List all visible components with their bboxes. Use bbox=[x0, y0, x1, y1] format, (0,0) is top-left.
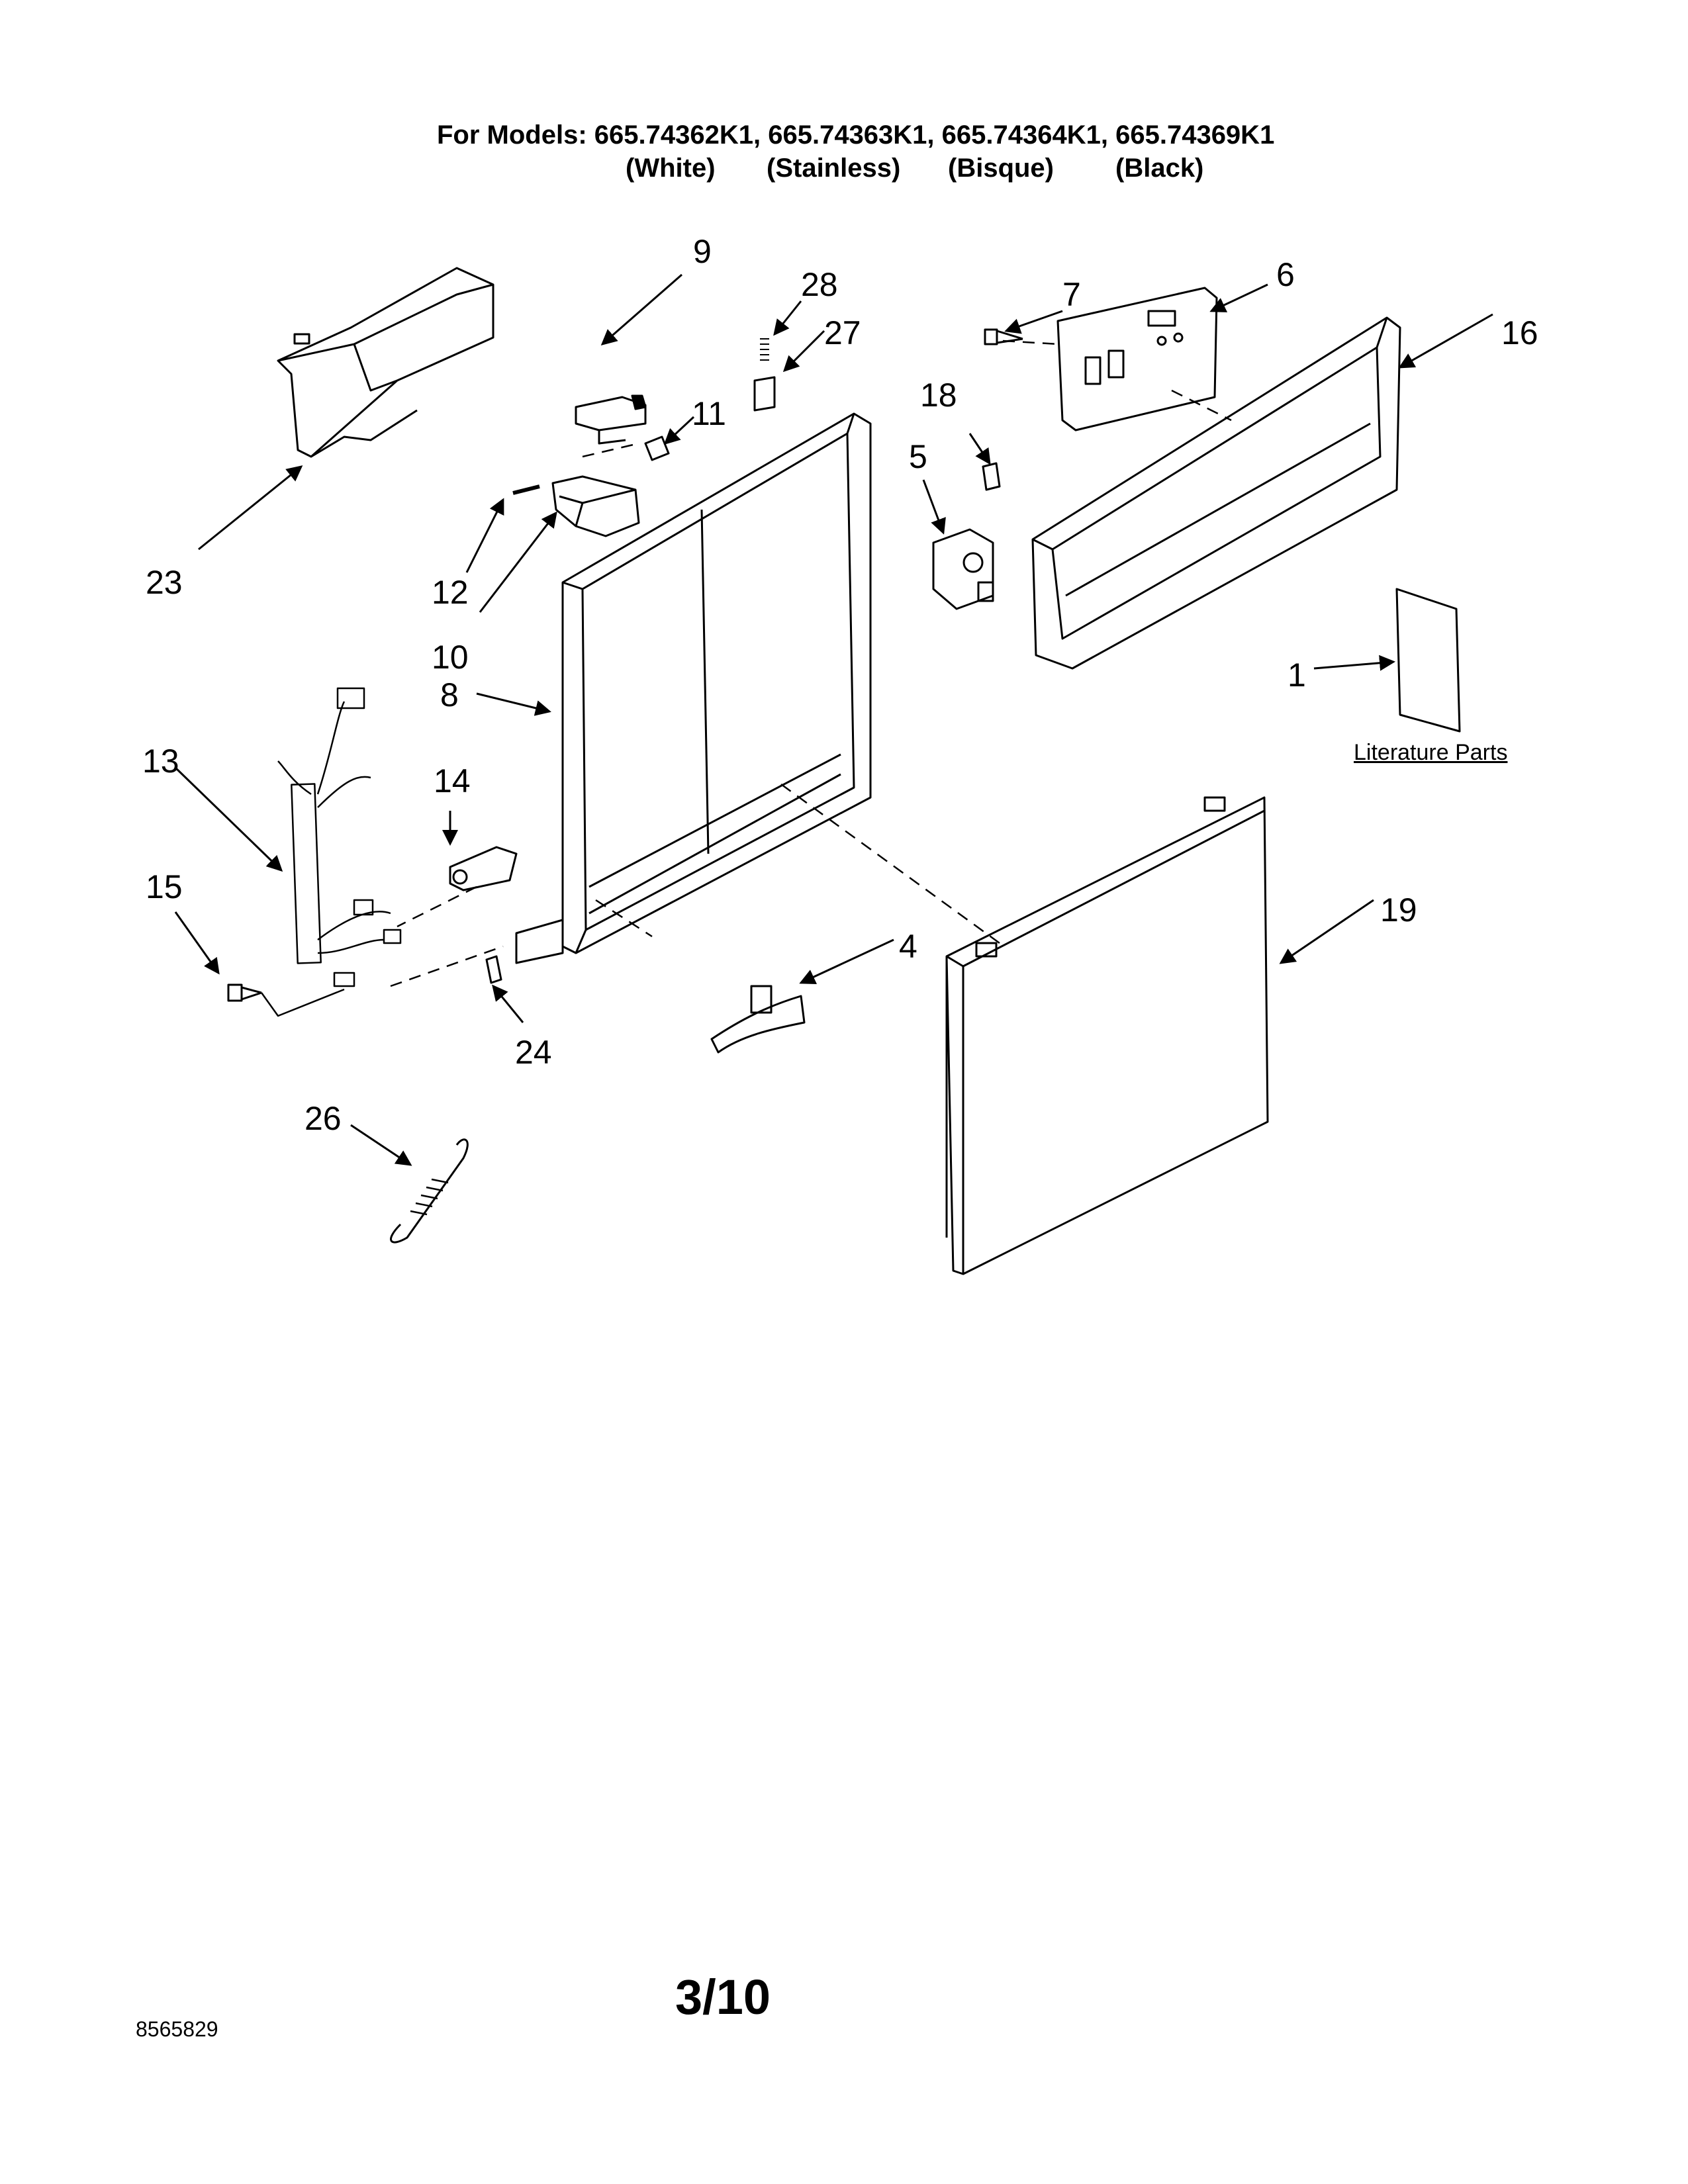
part-4-hinge bbox=[710, 985, 806, 1054]
callout-14: 14 bbox=[434, 762, 471, 799]
page-number: 3/10 bbox=[675, 1970, 771, 2025]
part-7-screw bbox=[984, 328, 1023, 345]
part-9-latch bbox=[575, 394, 647, 445]
part-1-literature bbox=[1395, 588, 1461, 733]
callout-8: 8 bbox=[440, 676, 459, 713]
part-16-console bbox=[1031, 316, 1401, 670]
callout-19: 19 bbox=[1380, 891, 1417, 929]
part-10-housing bbox=[551, 475, 640, 537]
callout-18: 18 bbox=[920, 377, 957, 414]
part-23-cover bbox=[277, 267, 494, 458]
models-header: For Models: 665.74362K1, 665.74363K1, 66… bbox=[437, 120, 1275, 150]
leader-arrows bbox=[174, 273, 1493, 1166]
color-white: (White) bbox=[626, 154, 716, 183]
callout-5: 5 bbox=[909, 438, 927, 475]
part-14-sensor bbox=[449, 846, 518, 891]
color-stainless: (Stainless) bbox=[767, 154, 901, 183]
part-27-clip bbox=[753, 376, 776, 412]
part-6-control-board bbox=[1056, 287, 1218, 432]
screw-to-harness-line bbox=[260, 988, 345, 1017]
callout-9: 9 bbox=[693, 233, 712, 270]
part-8-door-frame bbox=[515, 412, 872, 964]
callout-23: 23 bbox=[146, 564, 183, 601]
callout-6: 6 bbox=[1276, 256, 1295, 293]
part-11-switch bbox=[644, 435, 670, 461]
part-12-pin bbox=[512, 484, 540, 495]
part-26-coils bbox=[410, 1178, 449, 1216]
part-28-spring bbox=[760, 338, 769, 361]
callout-7: 7 bbox=[1062, 276, 1081, 313]
part-5-switch bbox=[932, 528, 994, 610]
part-15-screw bbox=[227, 983, 262, 1002]
callout-4: 4 bbox=[899, 928, 917, 965]
callout-27: 27 bbox=[824, 314, 861, 351]
assembly-lines bbox=[390, 340, 1232, 987]
callout-13: 13 bbox=[142, 743, 179, 780]
callout-12: 12 bbox=[432, 574, 469, 611]
callout-10: 10 bbox=[432, 639, 469, 676]
part-18-switch bbox=[982, 462, 1001, 491]
callout-11: 11 bbox=[692, 395, 726, 432]
part-13-wire-harness bbox=[277, 687, 402, 987]
literature-parts-label: Literature Parts bbox=[1354, 740, 1508, 765]
callout-16: 16 bbox=[1501, 314, 1538, 351]
color-bisque: (Bisque) bbox=[948, 154, 1054, 183]
callout-28: 28 bbox=[801, 266, 838, 303]
callout-1: 1 bbox=[1288, 657, 1306, 694]
callout-24: 24 bbox=[515, 1034, 552, 1071]
part-24-clip bbox=[485, 955, 502, 984]
callout-26: 26 bbox=[305, 1100, 342, 1137]
color-black: (Black) bbox=[1115, 154, 1204, 183]
callout-15: 15 bbox=[146, 868, 183, 905]
document-number: 8565829 bbox=[136, 2017, 218, 2041]
part-19-door-panel bbox=[945, 796, 1269, 1275]
part-26-spring bbox=[390, 1138, 469, 1244]
